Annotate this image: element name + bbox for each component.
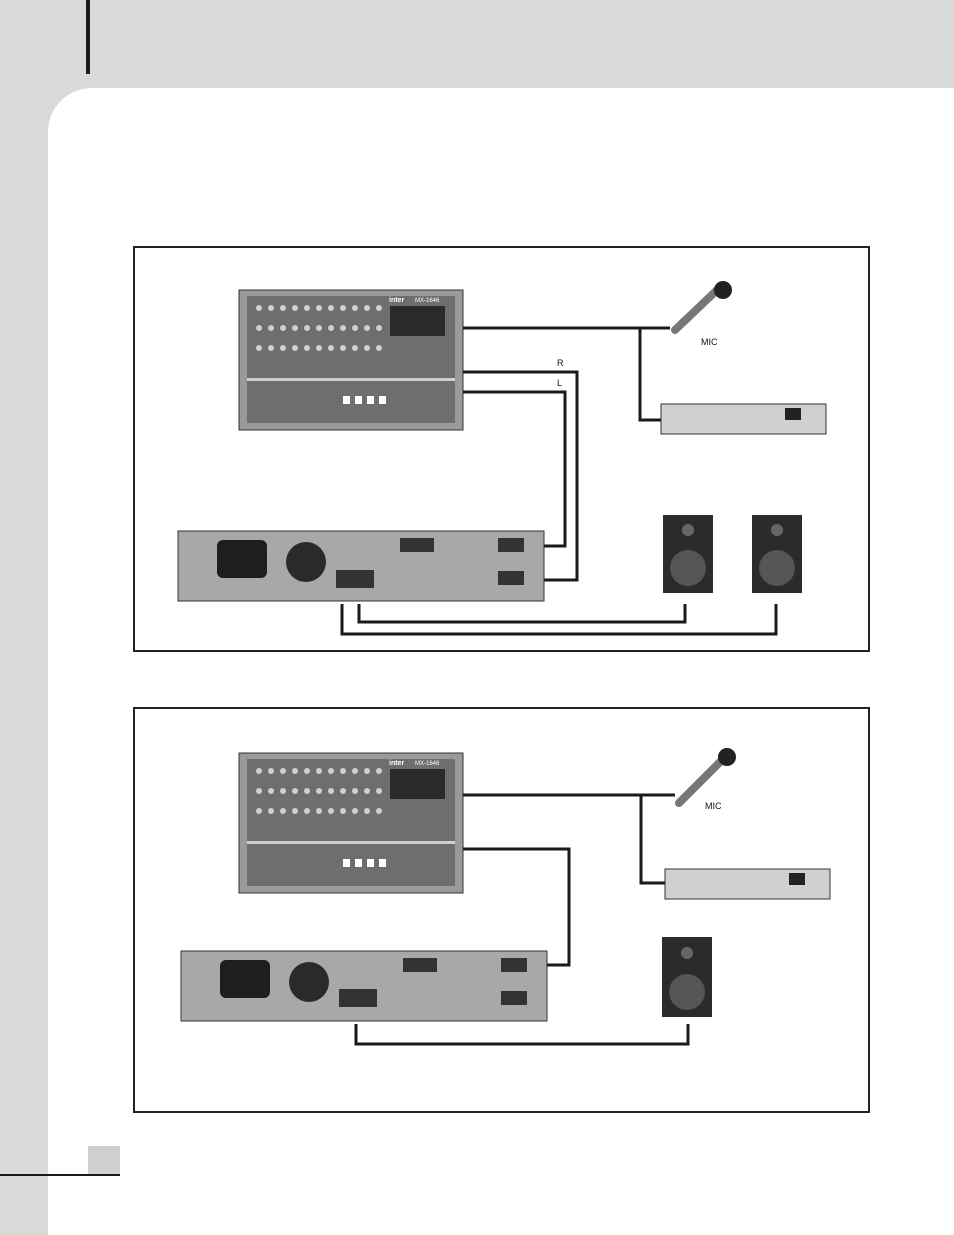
header-rule — [86, 0, 90, 74]
footer-rule — [0, 1174, 120, 1176]
amplifier — [181, 951, 547, 1021]
mixer-brand: inter — [389, 297, 404, 304]
diagram-stereo: inter MX-1646 MIC — [133, 246, 870, 652]
microphone-icon — [675, 281, 732, 330]
diagram-mono-canvas: inter MX-1646 MIC — [135, 709, 872, 1115]
mixer: inter MX-1646 — [239, 290, 463, 430]
left-channel-label: L — [557, 378, 562, 388]
diagram-stereo-canvas: inter MX-1646 MIC — [135, 248, 872, 654]
speaker-right — [752, 515, 802, 593]
mixer: inter MX-1646 — [239, 753, 463, 893]
mixer-brand: inter — [389, 760, 404, 767]
mixer-model: MX-1646 — [415, 298, 440, 304]
media-player — [661, 404, 826, 434]
speaker-left — [663, 515, 713, 593]
media-player — [665, 869, 830, 899]
page-number-box — [88, 1146, 120, 1174]
mic-label: MIC — [701, 337, 718, 347]
right-channel-label: R — [557, 358, 564, 368]
diagram-mono: inter MX-1646 MIC — [133, 707, 870, 1113]
header-bar — [0, 0, 954, 88]
speaker — [662, 937, 712, 1017]
mic-label: MIC — [705, 801, 722, 811]
amplifier — [178, 531, 544, 601]
mixer-model: MX-1646 — [415, 761, 440, 767]
microphone-icon — [679, 748, 736, 803]
